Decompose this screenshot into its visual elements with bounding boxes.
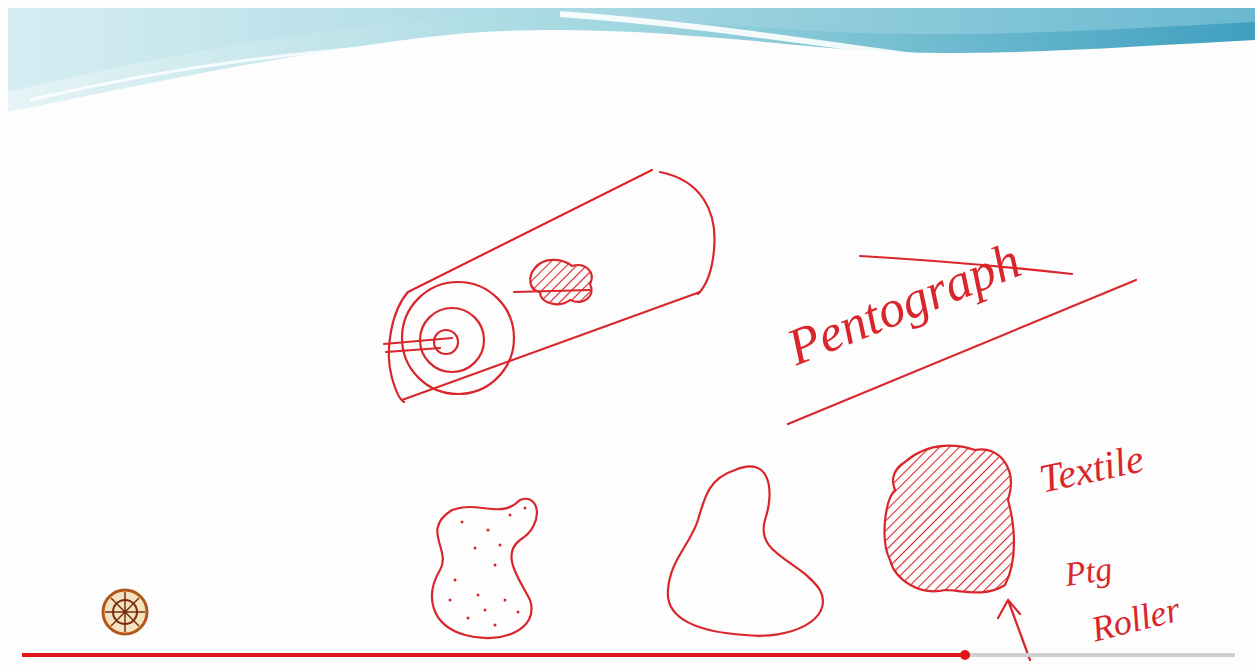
handwritten-label: Textile <box>1036 439 1147 500</box>
print-blobs <box>432 446 1030 660</box>
institute-logo <box>103 590 147 634</box>
handwritten-label: Roller <box>1088 591 1184 648</box>
roller-sketch <box>384 170 715 402</box>
header-wave <box>8 8 1255 112</box>
handwritten-label: Pentograph <box>780 234 1027 374</box>
progress-bar <box>22 650 1235 660</box>
handwritten-label: Ptg <box>1063 552 1114 592</box>
